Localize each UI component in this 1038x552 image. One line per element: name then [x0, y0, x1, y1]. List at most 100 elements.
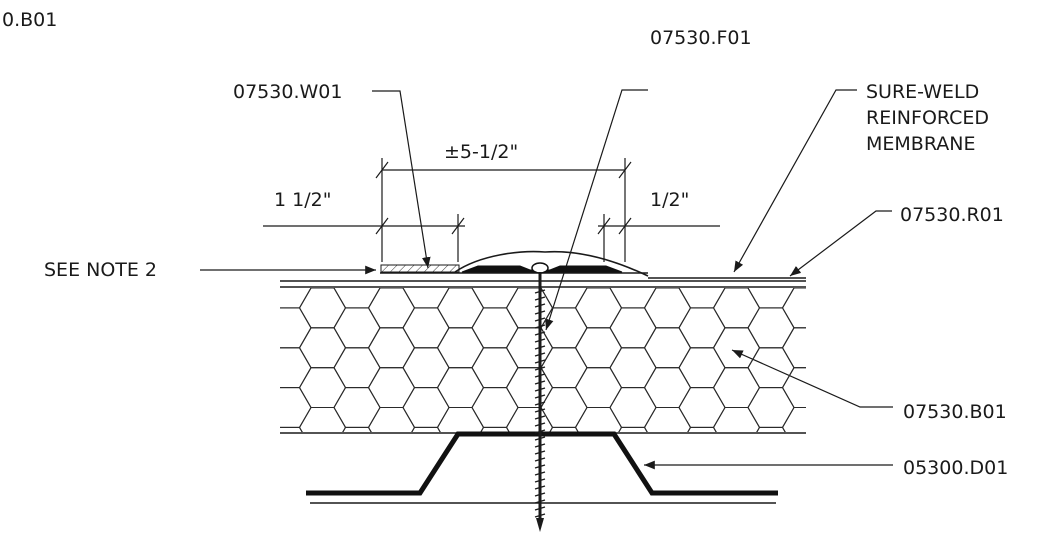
screw-thread — [534, 471, 546, 476]
insulation-hex-cell — [402, 307, 450, 349]
screw-thread — [534, 338, 546, 343]
screw-thread — [534, 303, 546, 308]
fastener-head — [531, 262, 549, 274]
insulation-hex-cell — [333, 288, 381, 309]
left-overlap-dimension: 1 1/2" — [274, 189, 331, 211]
insulation-hex-cell — [280, 288, 312, 309]
insulation-hex-cell — [402, 288, 450, 309]
steel-deck — [306, 431, 778, 504]
insulation-hex-cell — [817, 348, 863, 388]
insulation-hex-cell — [280, 387, 312, 428]
insulation-board — [280, 268, 863, 487]
insulation-hex-cell — [333, 387, 381, 428]
membrane-reference-label: 07530.R01 — [900, 204, 1004, 226]
screw-thread — [534, 443, 546, 448]
screw-thread — [534, 387, 546, 392]
screw-thread — [534, 492, 546, 497]
membrane-label-line-1: SURE-WELD — [866, 81, 979, 103]
insulation-hex-cell — [574, 288, 623, 329]
insulation-hex-cell — [367, 406, 416, 432]
insulation-hex-cell — [781, 288, 806, 329]
screw-thread — [534, 324, 546, 329]
screw-thread — [534, 317, 546, 322]
leader-lines — [200, 89, 893, 470]
screw-thread — [534, 345, 546, 350]
screw-threads — [534, 289, 546, 518]
insulation-hex-cell — [505, 406, 554, 432]
screw-thread — [534, 513, 546, 518]
insulation-hex-cell — [333, 307, 381, 349]
insulation-hex-cell — [678, 387, 726, 428]
insulation-hex-cell — [367, 288, 416, 329]
fastener-reference-label: 07530.F01 — [650, 27, 752, 49]
insulation-reference-label: 07530.B01 — [903, 401, 1007, 423]
screw-thread — [534, 401, 546, 406]
screw-thread — [534, 394, 546, 399]
insulation-hex-pattern — [280, 268, 863, 487]
insulation-hex-cell — [402, 387, 450, 428]
screw-thread — [534, 359, 546, 364]
insulation-hex-cell — [300, 447, 346, 487]
right-overlap-dimension: 1/2" — [650, 189, 689, 211]
weld-reference-label: 07530.W01 — [233, 81, 342, 103]
insulation-hex-cell — [298, 367, 347, 409]
insulation-hex-cell — [402, 347, 450, 389]
screw-thread — [534, 415, 546, 420]
insulation-hex-cell — [678, 307, 726, 349]
deck-reference-label: 05300.D01 — [903, 457, 1008, 479]
insulation-hex-cell — [333, 347, 381, 389]
screw-thread — [534, 450, 546, 455]
insulation-hex-cell — [298, 288, 347, 329]
insulation-hex-cell — [367, 367, 416, 409]
insulation-hex-cell — [678, 288, 726, 309]
insulation-hex-cell — [505, 288, 554, 329]
see-note-label: SEE NOTE 2 — [44, 259, 157, 281]
screw-thread — [534, 464, 546, 469]
screw-thread — [534, 499, 546, 504]
insulation-hex-cell — [747, 288, 795, 309]
insulation-hex-cell — [781, 406, 806, 432]
insulation-hex-cell — [507, 447, 553, 487]
screw-thread — [534, 506, 546, 511]
screw-thread — [534, 352, 546, 357]
insulation-hex-cell — [574, 327, 623, 369]
screw-thread — [534, 478, 546, 483]
insulation-hex-cell — [609, 307, 657, 349]
insulation-hex-cell — [712, 327, 761, 369]
insulation-hex-cell — [540, 347, 588, 389]
membrane-label-line-3: MEMBRANE — [866, 133, 975, 155]
screw-thread — [534, 457, 546, 462]
insulation-hex-cell — [505, 367, 554, 409]
insulation-hex-cell — [609, 288, 657, 309]
screw-thread — [534, 373, 546, 378]
insulation-hex-cell — [817, 308, 863, 348]
screw-thread — [534, 310, 546, 315]
insulation-hex-cell — [574, 367, 623, 409]
screw-thread — [534, 331, 546, 336]
insulation-hex-cell — [643, 367, 692, 409]
insulation-hex-cell — [505, 327, 554, 369]
screw-thread — [534, 436, 546, 441]
insulation-hex-cell — [609, 347, 657, 389]
insulation-hex-cell — [471, 307, 519, 349]
overall-width-dimension: ±5-1/2" — [444, 141, 518, 163]
insulation-hex-cell — [540, 307, 588, 349]
screw-thread — [534, 380, 546, 385]
screw-thread — [534, 429, 546, 434]
screw-thread — [534, 366, 546, 371]
insulation-hex-cell — [817, 268, 863, 308]
insulation-hex-cell — [712, 406, 761, 432]
membrane-label-line-2: REINFORCED — [866, 107, 989, 129]
screw-thread — [534, 485, 546, 490]
insulation-hex-cell — [298, 406, 347, 432]
screw-thread — [534, 408, 546, 413]
insulation-hex-cell — [436, 327, 485, 369]
insulation-hex-cell — [471, 347, 519, 389]
insulation-hex-cell — [643, 288, 692, 329]
screw-thread — [534, 296, 546, 301]
insulation-hex-cell — [540, 387, 588, 428]
insulation-hex-cell — [712, 367, 761, 409]
insulation-hex-cell — [747, 307, 795, 349]
insulation-hex-cell — [678, 347, 726, 389]
